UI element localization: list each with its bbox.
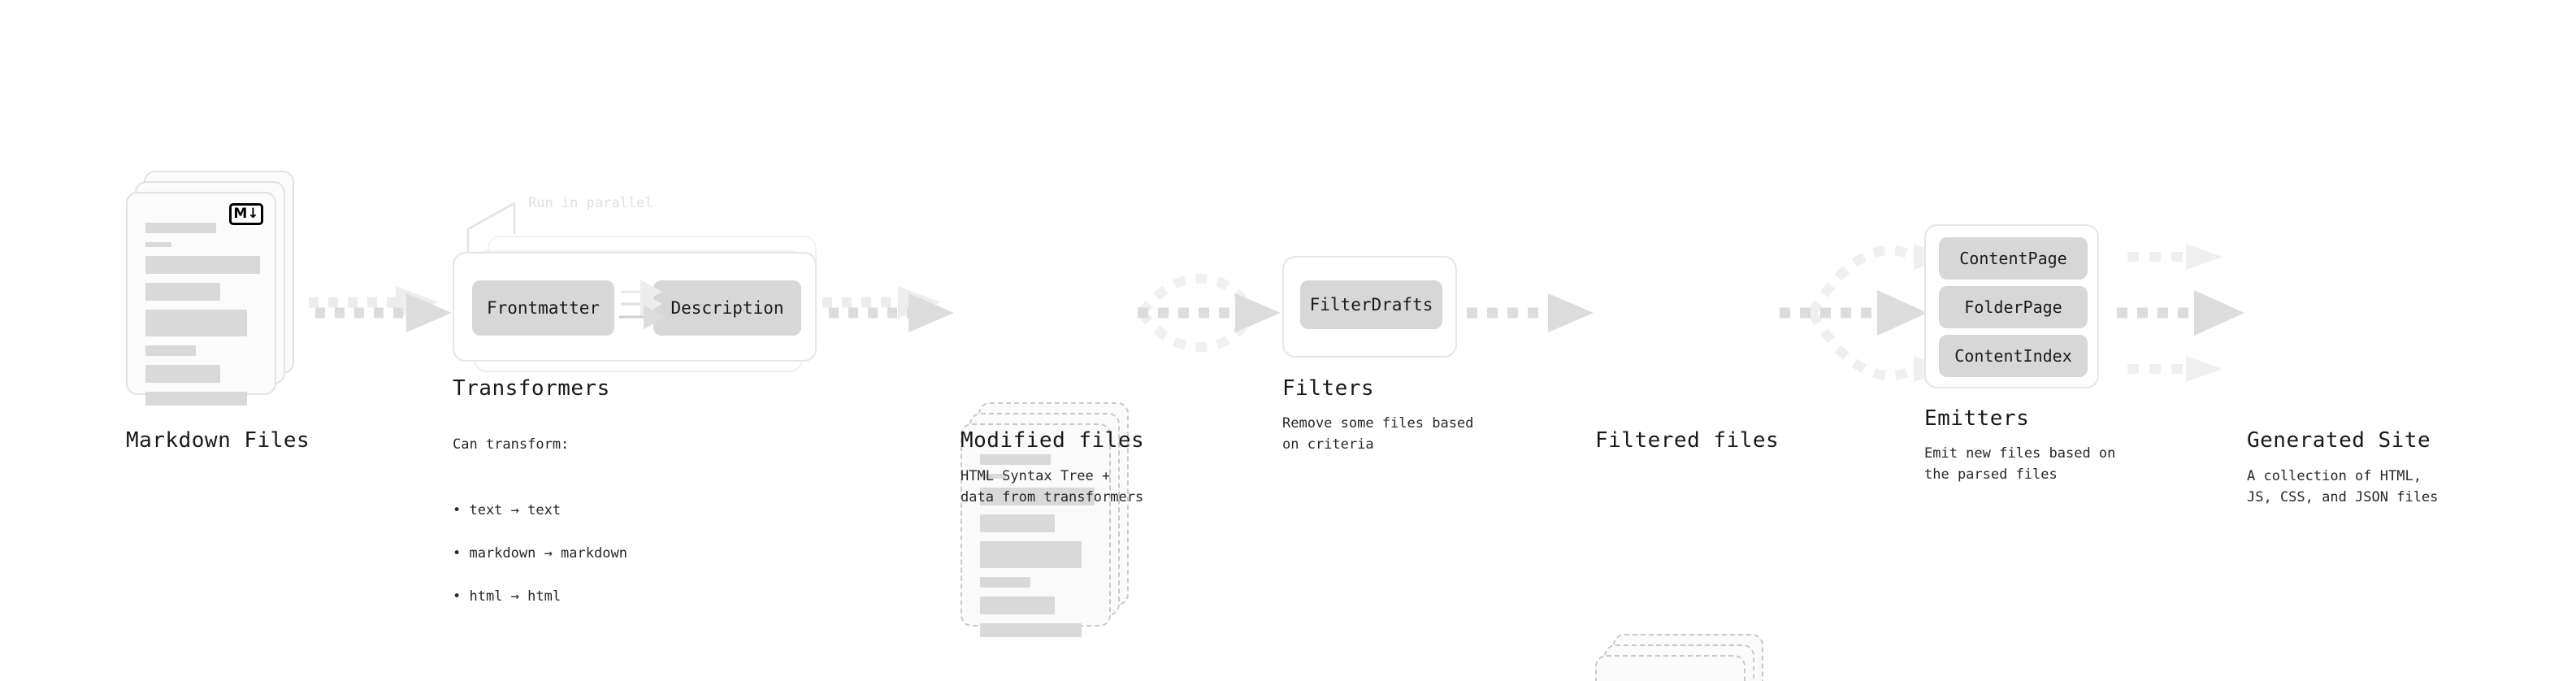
transformers-bullets: • text → text • markdown → markdown • ht…: [453, 479, 627, 628]
modified-files-title: Modified files: [961, 428, 1145, 453]
emitters-title: Emitters: [1924, 406, 2030, 431]
filter-pill-filterdrafts[interactable]: FilterDrafts: [1300, 280, 1442, 329]
markdown-icon: M↓: [229, 203, 263, 225]
placeholder-bar: [145, 256, 260, 274]
placeholder-bar: [145, 345, 197, 356]
bullet-text: • text → text: [453, 502, 562, 519]
arrow-transformers-to-modified: [822, 286, 954, 332]
modified-files-subtitle: HTML Syntax Tree + data from transformer…: [961, 468, 1144, 506]
filters-box: FilterDrafts: [1282, 256, 1457, 358]
emitter-pill-contentindex[interactable]: ContentIndex: [1939, 335, 2088, 377]
transformers-subtitle: Can transform: • text → text • markdown …: [453, 413, 627, 650]
placeholder-bar: [980, 514, 1055, 532]
doc-sheet-front: [961, 423, 1111, 637]
generated-site-subtitle: A collection of HTML, JS, CSS, and JSON …: [2247, 468, 2439, 506]
transformer-pill-description[interactable]: Description: [653, 280, 801, 336]
placeholder-bar: [980, 488, 1095, 505]
arrow-markdown-to-transformers: [309, 286, 452, 332]
transformer-pill-frontmatter[interactable]: Frontmatter: [472, 280, 614, 336]
placeholder-bar: [145, 242, 172, 247]
modified-files-card: [961, 402, 1135, 637]
doc-placeholder-lines: [980, 454, 1095, 637]
placeholder-bar: [145, 365, 220, 383]
filtered-files-title: Filtered files: [1595, 428, 1780, 453]
doc-sheet-front: M↓: [126, 192, 276, 406]
markdown-files-title: Markdown Files: [126, 428, 310, 453]
doc-placeholder-lines: [145, 223, 260, 406]
placeholder-bar: [145, 283, 220, 301]
transformers-title: Transformers: [453, 376, 610, 401]
arrow-filters-to-filtered: [1467, 293, 1594, 332]
run-in-parallel-label: Run in parallel: [528, 195, 653, 211]
placeholder-bar: [980, 623, 1082, 637]
placeholder-bar: [980, 596, 1055, 614]
bullet-html: • html → html: [453, 588, 562, 605]
markdown-files-card: M↓ M↓ M↓: [126, 171, 301, 406]
arrow-modified-to-filters: [1138, 273, 1281, 353]
placeholder-bar: [145, 310, 248, 336]
emitter-pill-folderpage[interactable]: FolderPage: [1939, 286, 2088, 328]
placeholder-bar: [145, 392, 248, 406]
placeholder-bar: [980, 474, 1007, 479]
emitter-pill-contentpage[interactable]: ContentPage: [1939, 237, 2088, 280]
emitters-box: ContentPage FolderPage ContentIndex: [1924, 224, 2099, 388]
emitters-subtitle: Emit new files based on the parsed files: [1924, 445, 2116, 484]
generated-site-title: Generated Site: [2247, 428, 2431, 453]
placeholder-bar: [145, 223, 217, 233]
placeholder-bar: [980, 541, 1082, 568]
placeholder-bar: [980, 454, 1052, 465]
transformers-subtitle-head: Can transform:: [453, 436, 570, 453]
filters-subtitle: Remove some files based on criteria: [1282, 415, 1474, 453]
bullet-markdown: • markdown → markdown: [453, 545, 627, 562]
arrow-emitters-to-generated: [2117, 244, 2244, 382]
transformers-box: Frontmatter Description: [453, 252, 817, 362]
doc-sheet-front: [1595, 655, 1746, 681]
filters-title: Filters: [1282, 376, 1375, 401]
placeholder-bar: [980, 577, 1031, 588]
filtered-files-card: [1595, 634, 1770, 681]
